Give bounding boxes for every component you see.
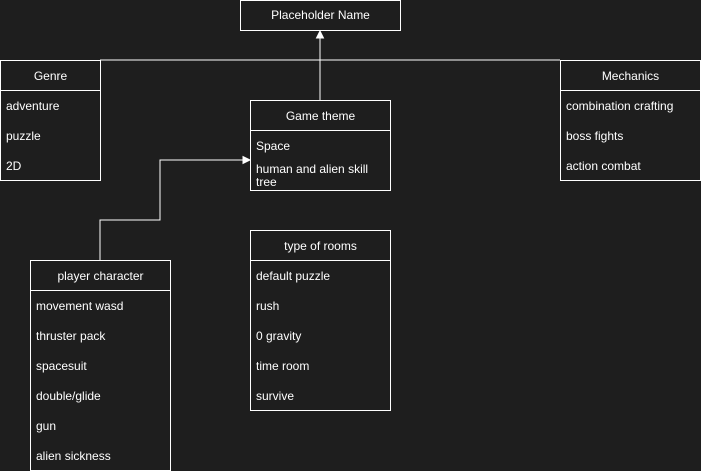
title-box[interactable]: Placeholder Name xyxy=(240,0,401,31)
player-item-gun: gun xyxy=(36,419,57,433)
player-character-box[interactable]: player character movement wasd thruster … xyxy=(30,260,171,471)
game-theme-box[interactable]: Game theme Space human and alien skill t… xyxy=(250,100,391,191)
mechanics-box[interactable]: Mechanics combination crafting boss figh… xyxy=(560,60,701,181)
rooms-item-time-room: time room xyxy=(256,359,310,373)
player-to-theme-edge xyxy=(99,159,244,260)
game-theme-item-skill-tree: human and alien skill tree xyxy=(256,162,369,189)
mechanics-header: Mechanics xyxy=(561,61,700,91)
rooms-item-survive: survive xyxy=(256,389,295,403)
genre-box[interactable]: Genre adventure puzzle 2D xyxy=(0,60,101,181)
player-item-alien-sickness: alien sickness xyxy=(36,449,111,463)
player-item-thruster-pack: thruster pack xyxy=(36,329,106,343)
mechanics-item-combination-crafting: combination crafting xyxy=(566,99,674,113)
title-box-label: Placeholder Name xyxy=(271,8,370,22)
player-to-theme-arrowhead xyxy=(242,155,252,165)
rooms-item-rush: rush xyxy=(256,299,280,313)
player-item-movement: movement wasd xyxy=(36,299,124,313)
genre-item-puzzle: puzzle xyxy=(6,129,41,143)
mechanics-item-action-combat: action combat xyxy=(566,159,641,173)
genre-item-adventure: adventure xyxy=(6,99,60,113)
player-item-spacesuit: spacesuit xyxy=(36,359,87,373)
theme-to-title-arrowhead xyxy=(315,29,325,39)
genre-item-2d: 2D xyxy=(6,159,22,173)
player-character-header: player character xyxy=(31,261,170,291)
game-theme-header: Game theme xyxy=(251,101,390,131)
player-item-double-glide: double/glide xyxy=(36,389,101,403)
rooms-item-default-puzzle: default puzzle xyxy=(256,269,331,283)
mechanics-item-boss-fights: boss fights xyxy=(566,129,624,143)
rooms-item-0-gravity: 0 gravity xyxy=(256,329,302,343)
game-theme-item-space: Space xyxy=(256,139,291,153)
type-of-rooms-box[interactable]: type of rooms default puzzle rush 0 grav… xyxy=(250,230,391,411)
genre-header: Genre xyxy=(1,61,100,91)
type-of-rooms-header: type of rooms xyxy=(251,231,390,261)
